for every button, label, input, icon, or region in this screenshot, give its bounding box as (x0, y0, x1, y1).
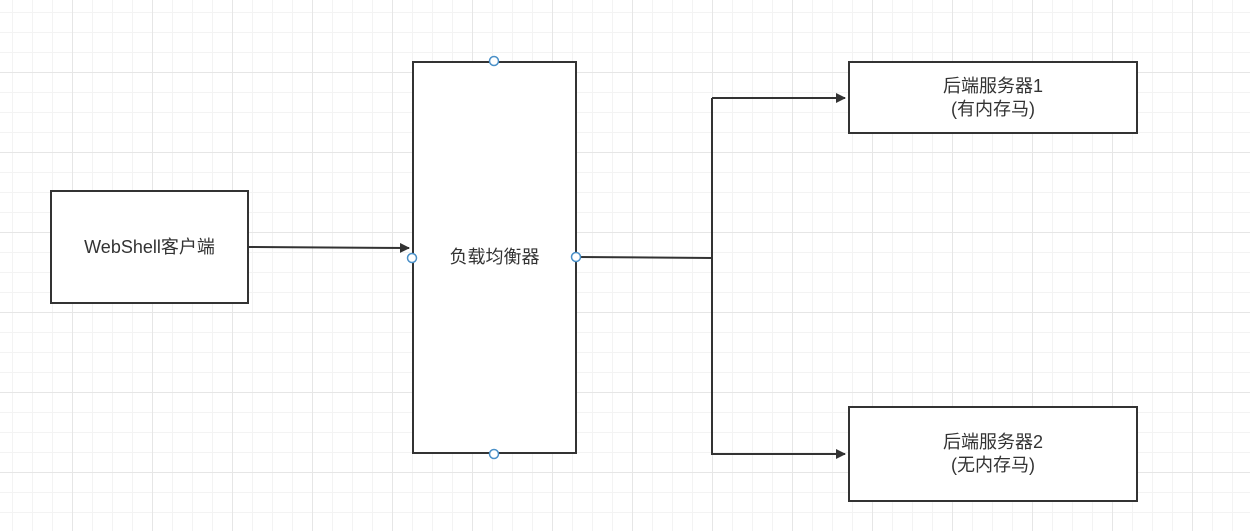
webshell-client-node[interactable]: WebShell客户端 (50, 190, 249, 304)
load-balancer-label: 负载均衡器 (449, 247, 540, 267)
load-balancer-top-connection-handle[interactable] (488, 55, 500, 67)
backend-server-1-note: (有内存马) (951, 98, 1035, 119)
edge-client-to-load-balancer[interactable] (248, 242, 410, 253)
webshell-client-label: WebShell客户端 (84, 236, 215, 257)
backend-server-2-title: 后端服务器2 (942, 432, 1043, 452)
backend-server-1-title: 后端服务器1 (942, 75, 1043, 96)
edge-load-balancer-trunk[interactable] (576, 98, 713, 260)
load-balancer-left-connection-handle[interactable] (406, 252, 418, 264)
load-balancer-right-connection-handle[interactable] (570, 251, 582, 263)
load-balancer-bottom-connection-handle[interactable] (488, 448, 500, 460)
edge-load-balancer-to-server-2[interactable] (711, 258, 846, 459)
backend-server-2-node[interactable]: 后端服务器2 (无内存马) (848, 406, 1138, 502)
backend-server-1-node[interactable]: 后端服务器1 (有内存马) (848, 61, 1138, 134)
backend-server-2-note: (无内存马) (951, 455, 1035, 475)
